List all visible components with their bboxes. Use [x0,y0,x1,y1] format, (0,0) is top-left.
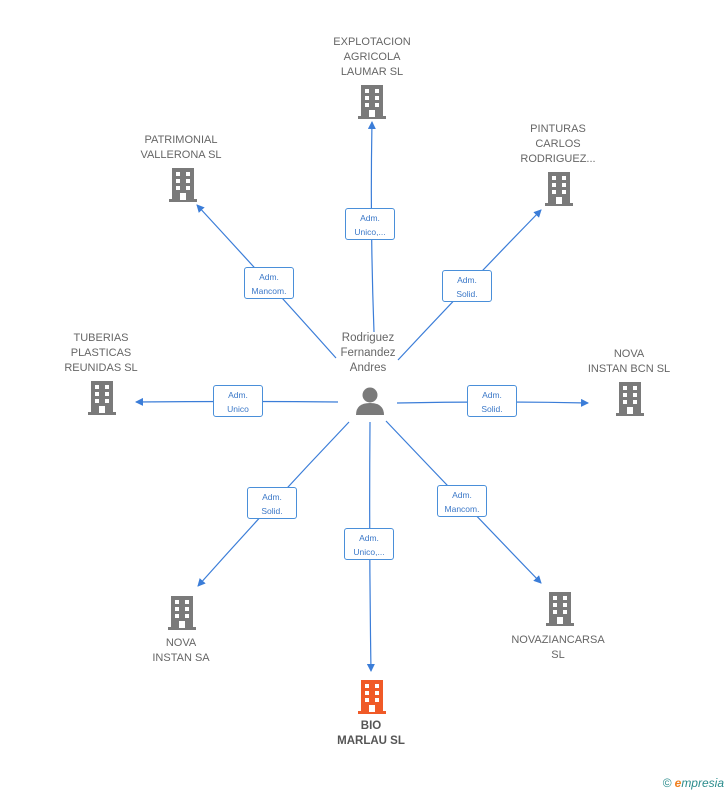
role-badge-nova-bcn[interactable]: Adm. Solid. [467,385,517,417]
company-label-nova-sa[interactable]: NOVA INSTAN SA [152,637,210,664]
building-icon[interactable] [358,85,386,119]
building-icon[interactable] [169,168,197,202]
copyright-icon: © [662,776,672,790]
role-badge-pinturas[interactable]: Adm. Solid. [442,270,492,302]
building-icon[interactable] [545,172,573,206]
role-badge-tuberias[interactable]: Adm. Unico [213,385,263,417]
role-badge-patrimonial[interactable]: Adm. Mancom. [244,267,294,299]
building-icon[interactable] [88,381,116,415]
role-badge-bio-marlau[interactable]: Adm. Unico,... [344,528,394,560]
company-label-bio-marlau[interactable]: BIO MARLAU SL [337,720,405,747]
brand-footer: ©empresia [663,776,724,790]
company-label-explotacion[interactable]: EXPLOTACION AGRICOLA LAUMAR SL [333,36,411,78]
role-badge-novaziancarsa[interactable]: Adm. Mancom. [437,485,487,517]
center-person-name[interactable]: Rodriguez Fernandez Andres [340,332,396,374]
building-icon[interactable] [616,382,644,416]
brand-initial: e [674,776,682,790]
company-label-nova-bcn[interactable]: NOVA INSTAN BCN SL [587,348,671,375]
company-label-pinturas[interactable]: PINTURAS CARLOS RODRIGUEZ... [520,123,596,165]
person-icon [356,387,384,415]
role-badge-nova-sa[interactable]: Adm. Solid. [247,487,297,519]
brand-name: mpresia [681,776,724,790]
company-label-tuberias[interactable]: TUBERIAS PLASTICAS REUNIDAS SL [64,332,138,374]
role-badge-explotacion[interactable]: Adm. Unico,... [345,208,395,240]
building-icon[interactable] [168,596,196,630]
building-icon[interactable] [546,592,574,626]
company-label-patrimonial[interactable]: PATRIMONIAL VALLERONA SL [140,134,222,161]
building-icon[interactable] [358,680,386,714]
company-label-novaziancarsa[interactable]: NOVAZIANCARSA SL [511,634,605,661]
